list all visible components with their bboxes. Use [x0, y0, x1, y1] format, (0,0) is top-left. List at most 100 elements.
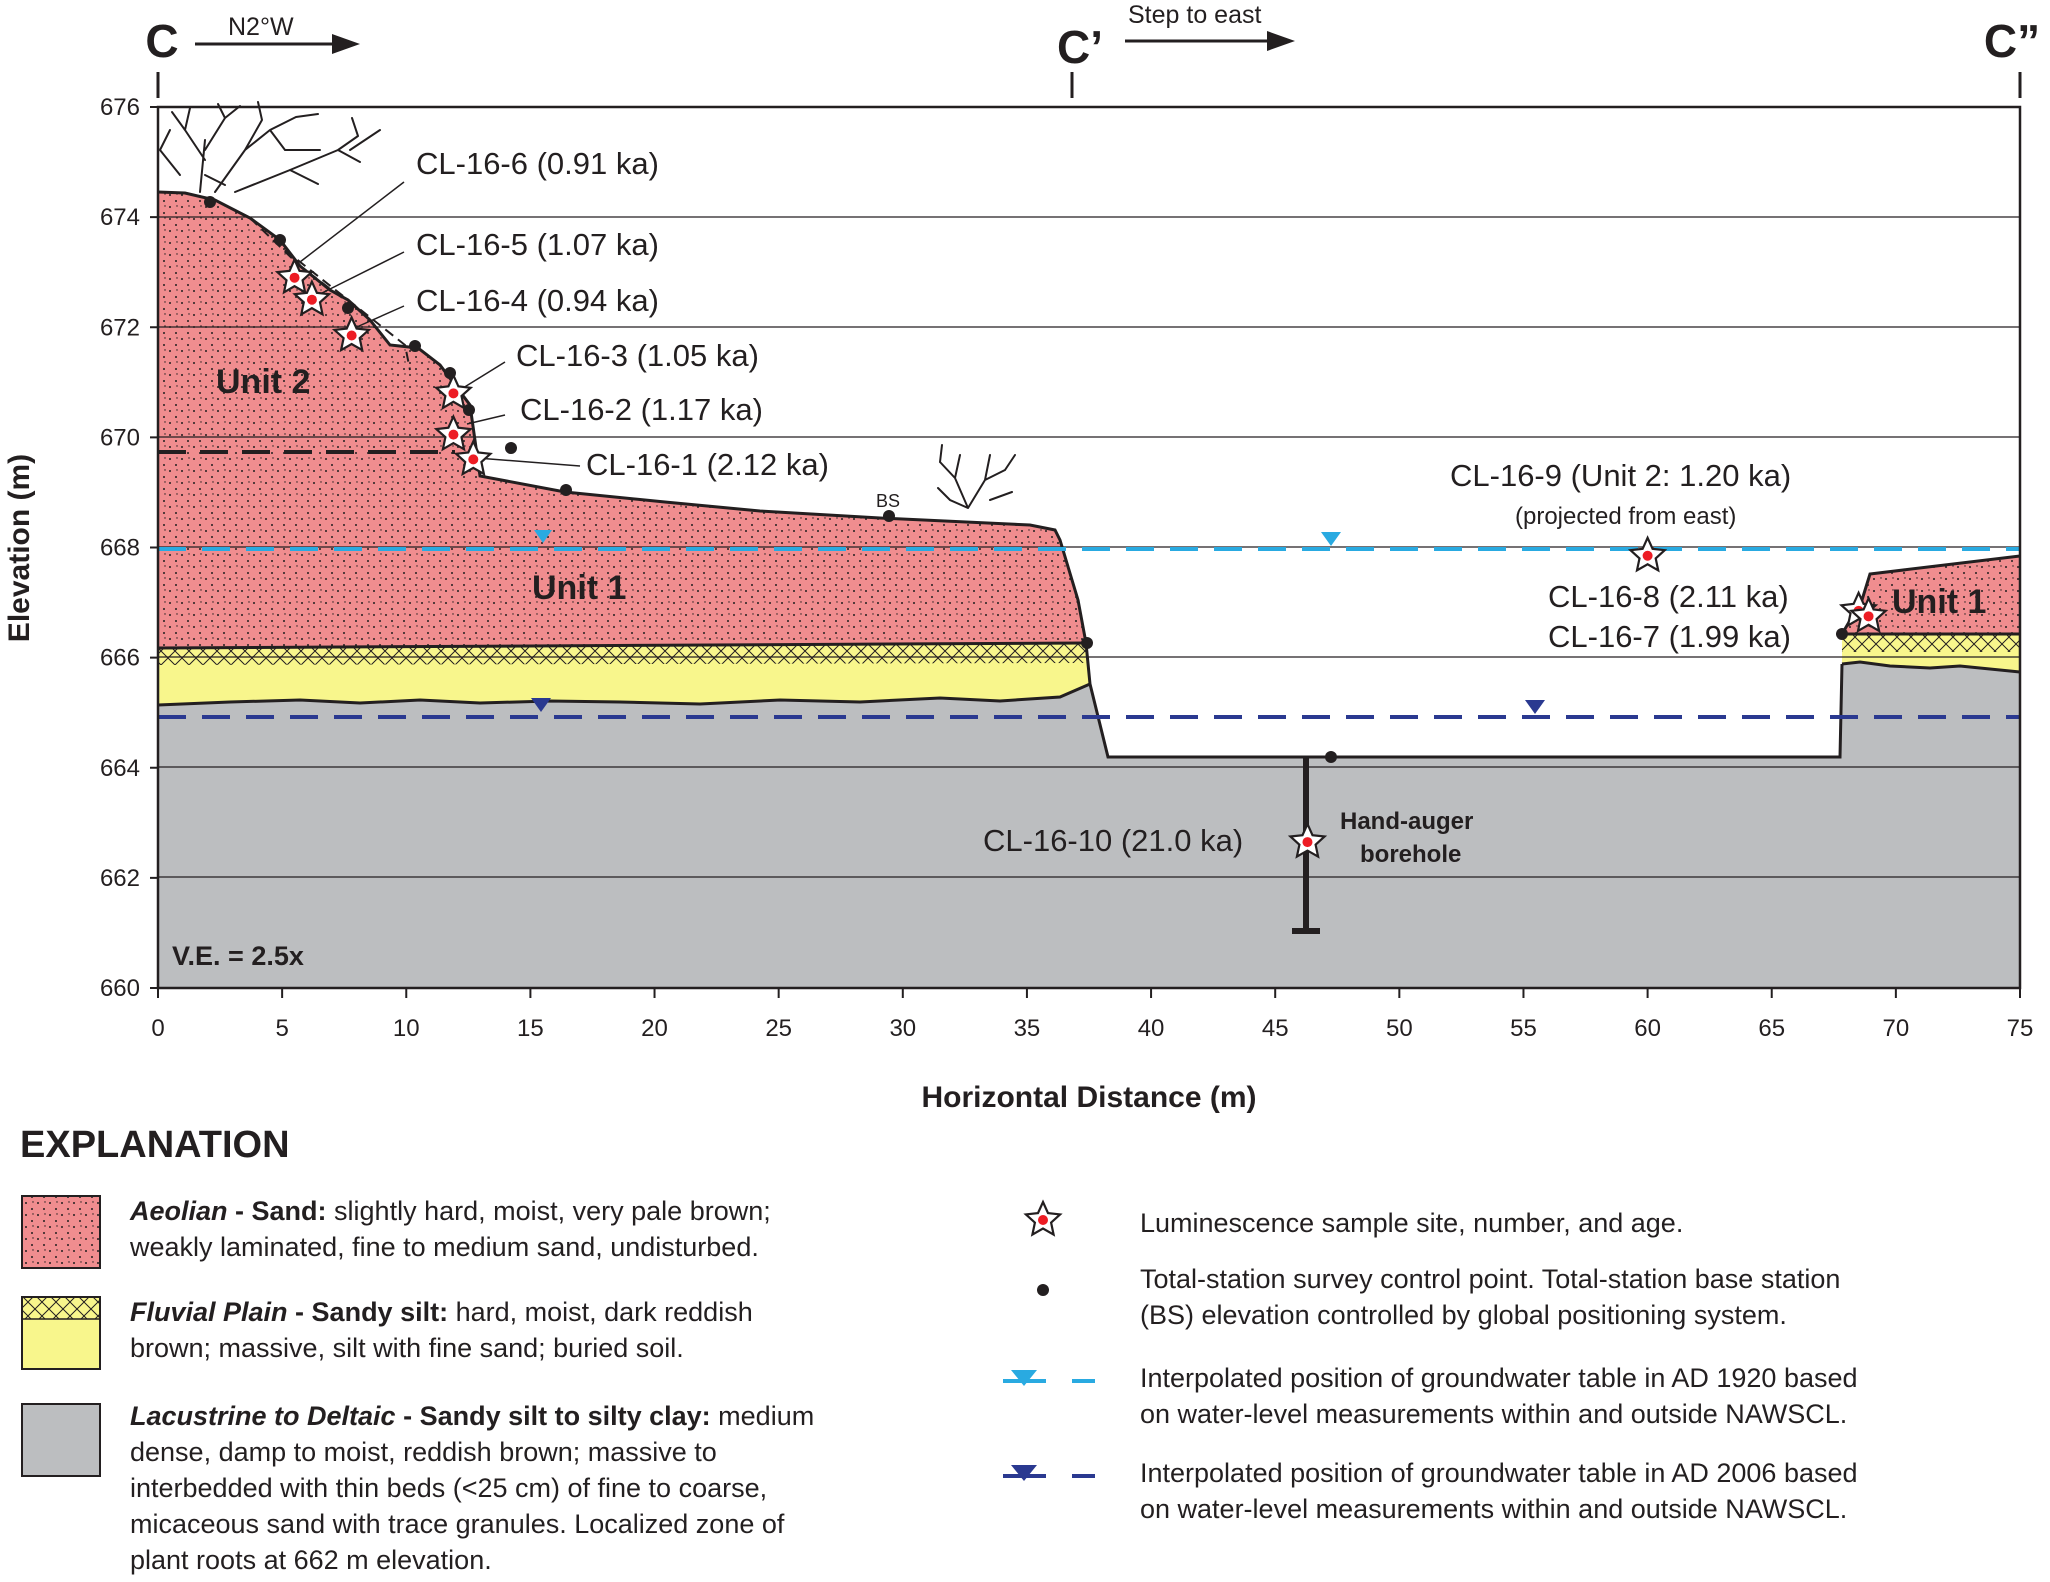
sample-sublabel-cl-16-9: (projected from east): [1515, 503, 1736, 530]
legend-fluvial-subtitle: Sandy silt:: [312, 1297, 449, 1327]
direction-arrow-step-east-icon: [1125, 31, 1295, 51]
legend-survey-text-line2: (BS) elevation controlled by global posi…: [1140, 1300, 1787, 1330]
survey-point-icon: [463, 404, 475, 416]
auger-label-line1: Hand-auger: [1340, 808, 1473, 835]
unit-2-label: Unit 2: [216, 363, 310, 401]
water-table-2006-marker-icon: [1525, 700, 1545, 714]
shrub-icon: [159, 101, 381, 193]
y-tick-label: 674: [100, 204, 140, 231]
section-letter-c: C: [145, 15, 178, 67]
sample-star-icon-cl-16-6: [274, 256, 315, 295]
legend-wt1920-text-line1: Interpolated position of groundwater tab…: [1140, 1363, 1858, 1393]
legend-aeolian-line2: weakly laminated, fine to medium sand, u…: [129, 1232, 759, 1262]
x-tick-label: 60: [1634, 1015, 1661, 1042]
x-tick-label: 55: [1510, 1015, 1537, 1042]
x-tick-label: 0: [151, 1015, 164, 1042]
y-tick-label: 662: [100, 865, 140, 892]
sample-star-icon-cl-16-4: [331, 314, 372, 353]
legend-lacustrine-line4: micaceous sand with trace granules. Loca…: [130, 1509, 785, 1539]
survey-point-icon: [274, 234, 286, 246]
x-tick-label: 45: [1262, 1015, 1289, 1042]
water-table-2006-marker-icon: [531, 698, 551, 712]
sample-label-cl-16-8: CL-16-8 (2.11 ka): [1548, 579, 1789, 614]
legend-lacustrine-name: Lacustrine to Deltaic: [130, 1401, 396, 1431]
fluvial-plain-hatch-east: [1842, 634, 2020, 652]
contact-aeolian-surface: [158, 190, 1844, 759]
legend-wt2006-text-line1: Interpolated position of groundwater tab…: [1140, 1458, 1858, 1488]
sample-label-cl-16-10: CL-16-10 (21.0 ka): [983, 823, 1243, 858]
legend-aeolian-name: Aeolian: [129, 1196, 228, 1226]
shrub-icon: [937, 444, 1016, 509]
survey-point-icon: [1836, 628, 1848, 640]
legend-star-marker-icon: [1023, 1199, 1063, 1237]
x-tick-label: 5: [275, 1015, 288, 1042]
sample-label-cl-16-5: CL-16-5 (1.07 ka): [416, 227, 659, 262]
legend-aeolian-subtitle: Sand:: [252, 1196, 327, 1226]
sample-star-icon-cl-16-5: [292, 279, 332, 317]
sample-star-icon-cl-16-7: [1848, 595, 1889, 634]
direction-arrow-n2w-icon: [195, 34, 360, 54]
y-axis-title: Elevation (m): [3, 454, 36, 642]
x-tick-label: 65: [1758, 1015, 1785, 1042]
y-tick-label: 670: [100, 424, 140, 451]
x-tick-label: 20: [641, 1015, 668, 1042]
legend-fluvial-line1: Fluvial Plain - Sandy silt: hard, moist,…: [130, 1297, 753, 1327]
y-tick-label: 664: [100, 755, 140, 782]
survey-point-base-station-icon: [883, 510, 895, 522]
y-tick-label: 660: [100, 975, 140, 1002]
sample-star-icon-cl-16-1: [453, 438, 493, 477]
sample-label-cl-16-7: CL-16-7 (1.99 ka): [1548, 619, 1791, 654]
x-tick-label: 40: [1138, 1015, 1165, 1042]
y-tick-label: 672: [100, 314, 140, 341]
legend-swatch-fluvial-hatch: [22, 1297, 100, 1319]
legend-wt1920-text-line2: on water-level measurements within and o…: [1140, 1399, 1847, 1429]
sample-star-icon-cl-16-3: [433, 372, 474, 411]
base-station-label: BS: [876, 491, 900, 511]
y-tick-label: 668: [100, 535, 140, 562]
sample-label-cl-16-2: CL-16-2 (1.17 ka): [520, 392, 763, 427]
x-tick-label: 70: [1883, 1015, 1910, 1042]
legend-star-icon: [1023, 1199, 1063, 1237]
sample-label-cl-16-9: CL-16-9 (Unit 2: 1.20 ka): [1450, 458, 1791, 493]
survey-point-icon: [505, 442, 517, 454]
sample-star-icon-cl-16-9: [1627, 535, 1668, 573]
legend-lacustrine-line1: Lacustrine to Deltaic - Sandy silt to si…: [130, 1401, 814, 1431]
sample-label-cl-16-1: CL-16-1 (2.12 ka): [586, 447, 829, 482]
x-tick-label: 30: [889, 1015, 916, 1042]
survey-point-icon: [560, 484, 572, 496]
legend-lacustrine-line2: dense, damp to moist, reddish brown; mas…: [130, 1437, 717, 1467]
y-tick-label: 666: [100, 645, 140, 672]
y-tick-label: 676: [100, 94, 140, 121]
aeolian-unit-west-stipple: [158, 192, 1086, 648]
auger-label-line2: borehole: [1360, 841, 1461, 868]
legend-lacustrine-line3: interbedded with thin beds (<25 cm) of f…: [130, 1473, 767, 1503]
direction-label-n2w: N2°W: [228, 13, 294, 41]
survey-point-icon: [1081, 637, 1093, 649]
legend-star-text: Luminescence sample site, number, and ag…: [1140, 1208, 1683, 1238]
x-tick-label: 50: [1386, 1015, 1413, 1042]
label-leaders: [299, 181, 581, 467]
water-table-1920-marker-icon: [1321, 532, 1341, 546]
unit-1-label-east: Unit 1: [1892, 583, 1986, 621]
legend-lacustrine-subtitle: Sandy silt to silty clay:: [420, 1401, 711, 1431]
legend-swatch-aeolian-stipple: [22, 1196, 100, 1268]
y-axis-ticks: 676 674 672 670 668 666 664 662 660: [100, 94, 158, 1002]
vertical-exaggeration: V.E. = 2.5x: [172, 941, 304, 971]
survey-point-icon: [204, 196, 216, 208]
sample-label-cl-16-6: CL-16-6 (0.91 ka): [416, 146, 659, 181]
legend-swatch-lacustrine: [21, 1403, 101, 1477]
direction-label-step-east: Step to east: [1128, 1, 1261, 29]
sample-star-layer: [274, 256, 1889, 859]
legend-wt2006-text-line2: on water-level measurements within and o…: [1140, 1494, 1847, 1524]
legend-fluvial-line2: brown; massive, silt with fine sand; bur…: [130, 1333, 684, 1363]
x-tick-label: 15: [517, 1015, 544, 1042]
sample-label-cl-16-3: CL-16-3 (1.05 ka): [516, 338, 759, 373]
x-tick-label: 35: [1014, 1015, 1041, 1042]
x-tick-label: 25: [765, 1015, 792, 1042]
sample-star-icon-cl-16-2: [433, 413, 474, 452]
legend-water-table-1920-icon: [1003, 1370, 1095, 1386]
contact-fluvial-top: [158, 641, 1087, 650]
survey-point-icon: [409, 340, 421, 352]
legend-survey-text-line1: Total-station survey control point. Tota…: [1140, 1264, 1840, 1294]
section-letter-c-double-prime: C”: [1984, 15, 2040, 67]
